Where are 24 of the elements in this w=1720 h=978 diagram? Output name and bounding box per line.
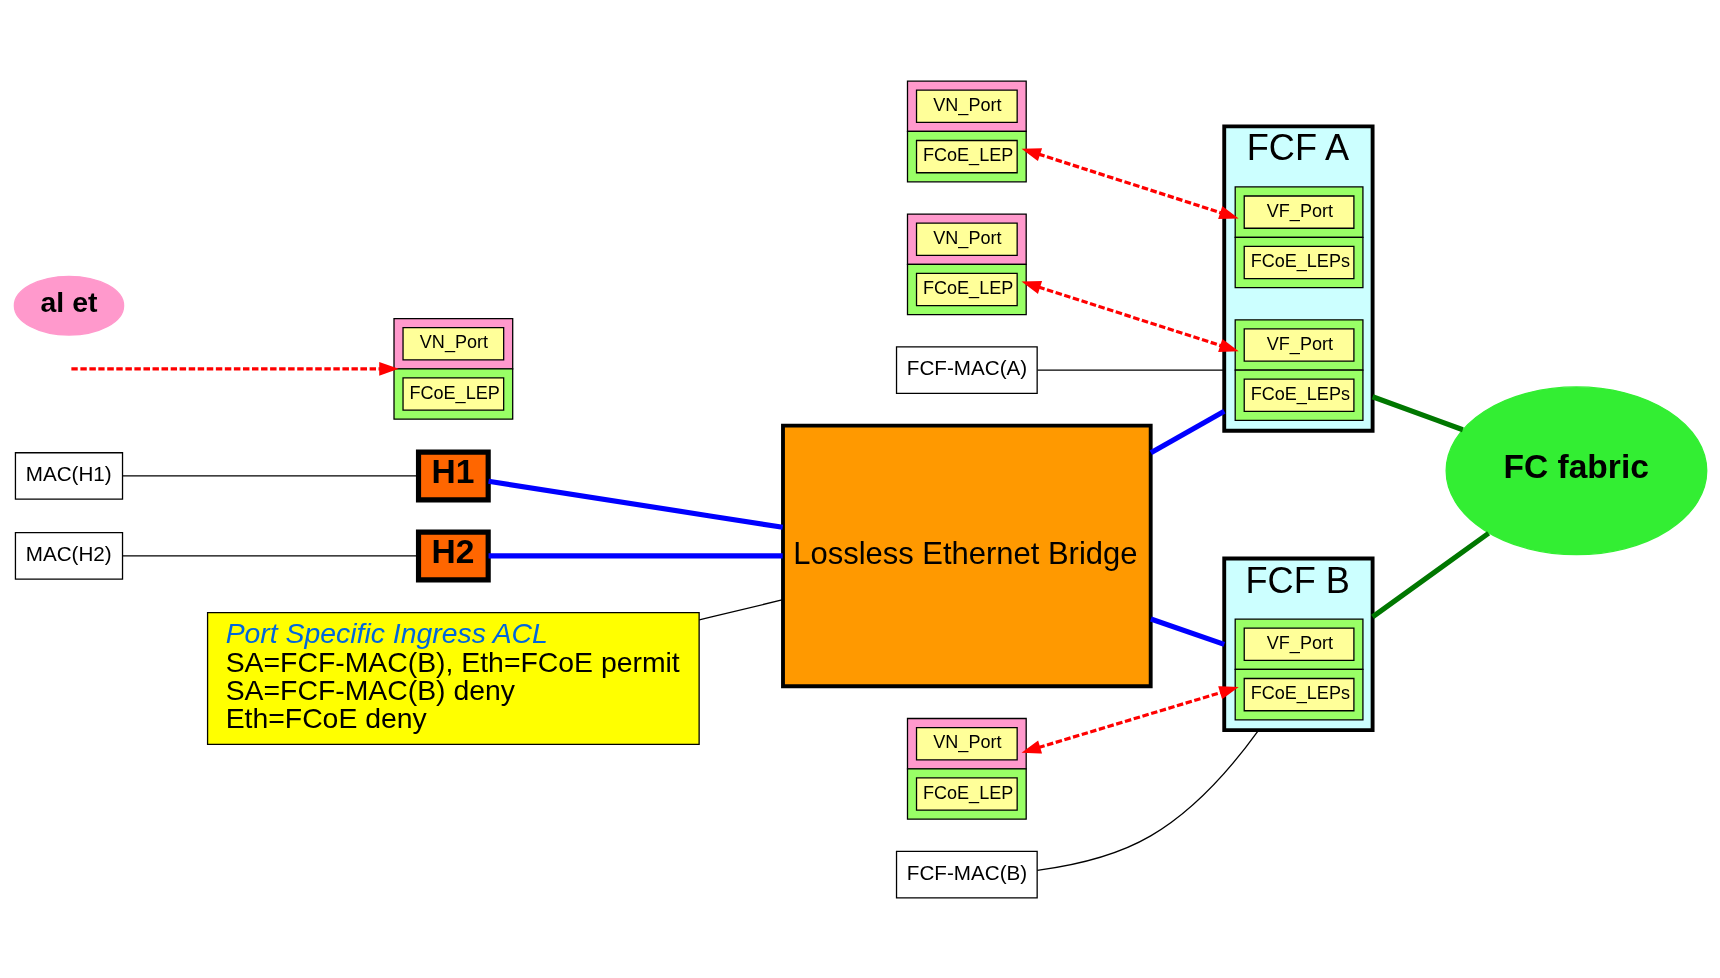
connector xyxy=(121,474,419,477)
arrow xyxy=(1021,685,1239,754)
node-box: FCF-MAC(A) xyxy=(895,345,1038,394)
connector xyxy=(121,554,419,557)
node-box: Lossless Ethernet Bridge xyxy=(780,423,1153,688)
node-box: MAC(H1) xyxy=(14,451,123,500)
connector xyxy=(1036,369,1225,371)
connector xyxy=(1371,393,1464,432)
node-ellipse: al et xyxy=(13,275,124,336)
connector xyxy=(487,478,783,530)
node-box: FCF-MAC(B) xyxy=(895,850,1038,898)
arrow xyxy=(1021,280,1239,352)
arrow xyxy=(70,361,399,376)
connector xyxy=(698,598,784,620)
connector xyxy=(1370,530,1490,619)
connector xyxy=(488,552,783,559)
node-box: H1 xyxy=(415,449,491,502)
node-box: Port Specific Ingress ACL SA=FCF-MAC(B), Eth=FCoE permit SA=FCF-MAC(B) deny Eth=FCoE deny xyxy=(206,611,700,745)
node-box: MAC(H2) xyxy=(14,531,123,580)
node-ellipse: FC fabric xyxy=(1445,385,1707,555)
node-box: H2 xyxy=(415,529,491,582)
connector xyxy=(1149,408,1225,455)
connector xyxy=(1149,616,1225,647)
arrow xyxy=(1021,147,1239,219)
